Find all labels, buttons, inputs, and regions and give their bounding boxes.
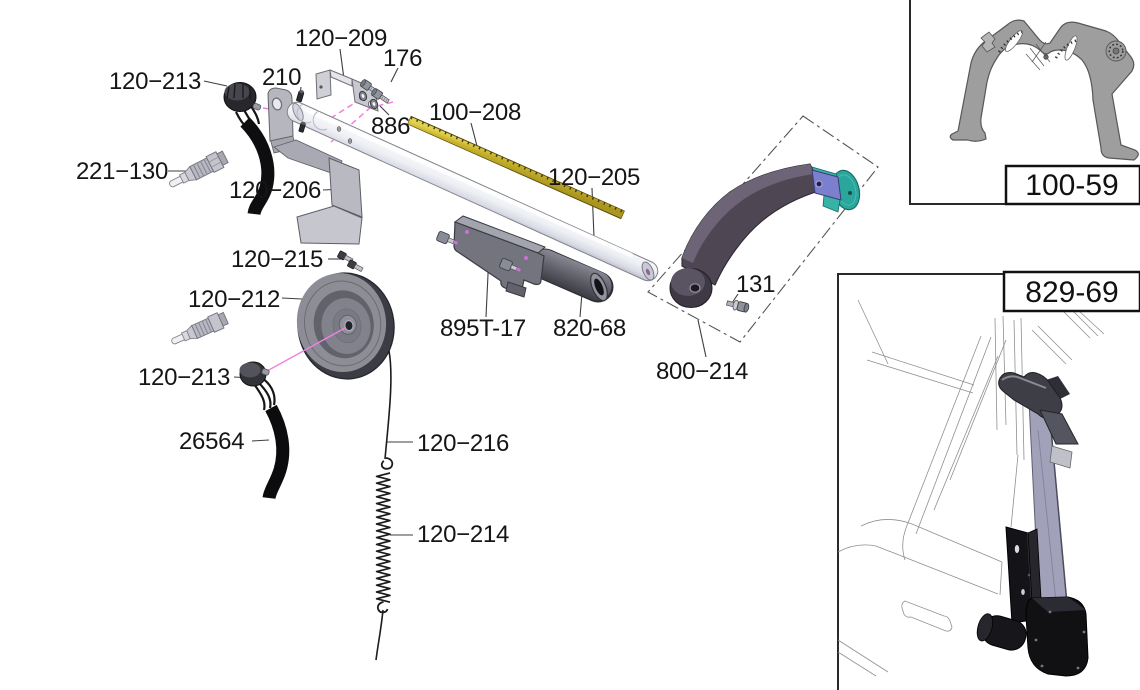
label-120-205: 120−205	[548, 164, 640, 191]
bracket-120-206	[267, 87, 343, 176]
label-120-214: 120−214	[417, 521, 509, 548]
label-221-130: 221−130	[76, 158, 168, 185]
inset-label-829-69: 829-69	[1025, 276, 1118, 309]
inset-label-box	[1002, 270, 1140, 313]
bracket-120-206-front	[296, 157, 363, 245]
retractor	[976, 526, 1089, 677]
plug-221-130	[169, 150, 229, 188]
knob-120-213-top	[223, 82, 275, 216]
label-120-213-low: 120−213	[138, 364, 230, 391]
clamp-895T-17	[436, 215, 546, 298]
bracket-part-100-59	[949, 19, 1139, 161]
bracket-120-209	[315, 69, 379, 112]
knob-120-213-lower	[239, 361, 290, 500]
label-120-212: 120−212	[188, 286, 280, 313]
pulley-120-212	[296, 272, 395, 380]
inset-829-69: 829-69	[837, 270, 1140, 690]
label-895T-17: 895T-17	[440, 315, 526, 342]
spring-120-214	[375, 457, 394, 614]
washers-886	[358, 90, 379, 110]
arm-800-214	[647, 115, 879, 343]
label-120-216: 120−216	[417, 430, 509, 457]
tube-120-205	[286, 101, 659, 282]
pulley-axis-line	[266, 327, 346, 372]
bolt-131	[725, 299, 750, 313]
inset-100-59: 100-59	[909, 0, 1140, 206]
label-820-68: 820-68	[553, 315, 626, 342]
label-800-214: 800−214	[656, 358, 748, 385]
plug-unlabeled	[171, 311, 229, 345]
cable-26564	[262, 404, 290, 500]
part-labels: 120−209 176 210 120−213 886 100−208 120−…	[76, 25, 775, 548]
cylinder-820-68	[529, 248, 614, 303]
label-120-215: 120−215	[231, 246, 323, 273]
inset-label-box	[1004, 164, 1140, 206]
ruler-100-208	[407, 115, 625, 220]
strap-hook	[998, 372, 1079, 445]
pin-210	[296, 90, 306, 133]
label-120-213-top: 120−213	[109, 68, 201, 95]
label-210: 210	[262, 64, 301, 91]
inset-label-100-59: 100-59	[1025, 169, 1118, 202]
strap-clip	[1049, 445, 1073, 469]
label-100-208: 100−208	[429, 99, 521, 126]
wire-120-216	[375, 350, 392, 661]
label-131: 131	[736, 271, 775, 298]
frame-wireframe	[837, 299, 1105, 677]
label-120-209: 120−209	[295, 25, 387, 52]
label-176: 176	[383, 45, 422, 72]
screws-120-215	[337, 250, 364, 272]
label-120-206: 120−206	[229, 177, 321, 204]
label-26564: 26564	[179, 428, 244, 455]
label-886: 886	[371, 113, 410, 140]
dash-dot-box	[647, 115, 879, 343]
